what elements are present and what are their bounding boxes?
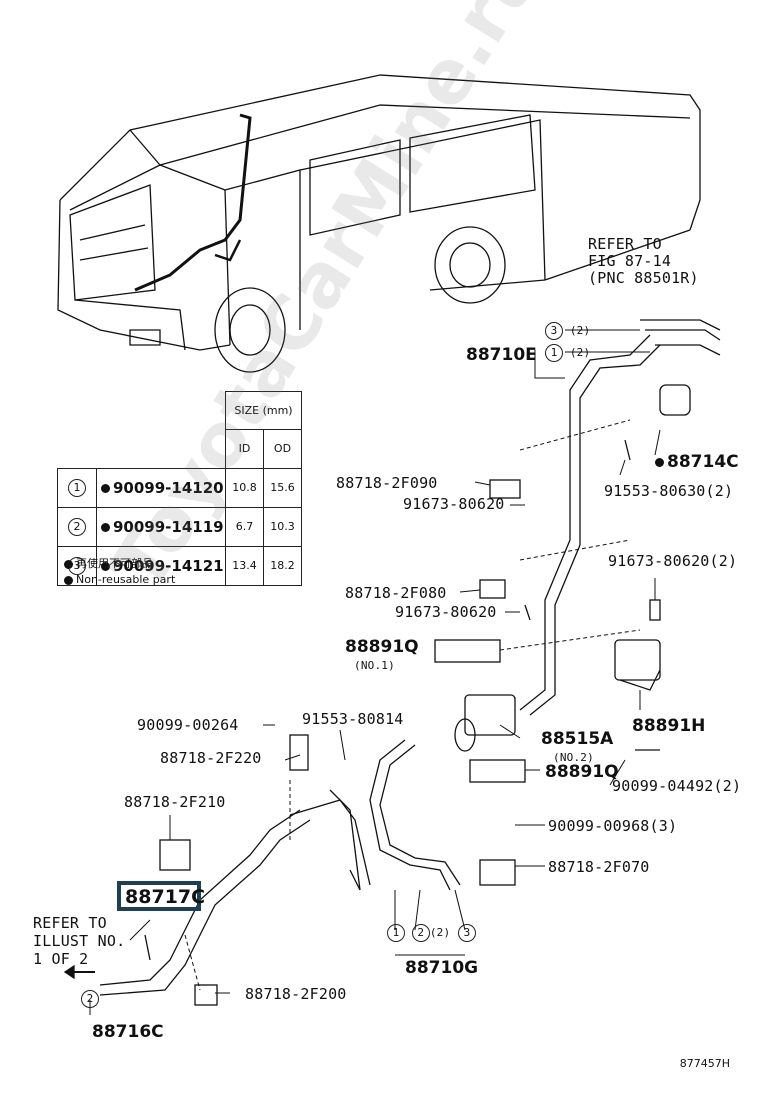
part-88710G[interactable]: 88710G — [405, 958, 479, 978]
part-91553-80630[interactable]: 91553-80630(2) — [604, 482, 734, 500]
outer-diameter: 10.3 — [263, 506, 302, 547]
non-reusable-dot-icon — [101, 483, 110, 493]
callout-circle-3: 3 (2) — [545, 322, 590, 340]
inner-diameter: 6.7 — [225, 506, 264, 547]
part-90099-00968[interactable]: 90099-00968(3) — [548, 817, 678, 835]
pipe-assembly — [99, 319, 721, 996]
refer-top-line2[interactable]: FIG 87-14 — [588, 252, 672, 270]
van-illustration — [57, 74, 701, 373]
part-88515A[interactable]: 88515A — [541, 729, 614, 749]
od-header: OD — [263, 429, 302, 469]
part-90099-04492[interactable]: 90099-04492(2) — [612, 777, 742, 795]
part-91673-80620-c[interactable]: 91673-80620 — [395, 603, 497, 621]
non-reusable-dot-icon — [655, 457, 664, 467]
part-number: 90099-14120 — [113, 478, 224, 497]
part-88718-2F070[interactable]: 88718-2F070 — [548, 858, 650, 876]
part-91673-80620-a[interactable]: 91673-80620 — [403, 495, 505, 513]
size-header: SIZE (mm) — [225, 391, 302, 430]
part-number: 90099-14121 — [113, 556, 224, 575]
drawing-id: 877457H — [679, 1057, 730, 1070]
part-88718-2F220[interactable]: 88718-2F220 — [160, 749, 262, 767]
refer-left-line1[interactable]: REFER TO — [33, 914, 107, 932]
part-number: 90099-14119 — [113, 517, 224, 536]
part-88718-2F090[interactable]: 88718-2F090 — [336, 474, 438, 492]
callout-circle-3-b: 3 — [458, 924, 476, 942]
part-88891H[interactable]: 88891H — [632, 716, 706, 736]
row-number: 2 — [68, 517, 86, 536]
components — [159, 384, 691, 1006]
leader-lines — [89, 329, 661, 1015]
row-number: 1 — [68, 478, 86, 497]
note-en: Non-reusable part — [76, 573, 176, 586]
part-90099-00264[interactable]: 90099-00264 — [137, 716, 239, 734]
callout-circle-2: 2 — [81, 990, 99, 1008]
table-row: 2 90099-14119 6.7 10.3 — [57, 506, 302, 547]
callout-circles-88710G: 1 2(2) — [387, 924, 450, 942]
refer-top-line1[interactable]: REFER TO — [588, 235, 662, 253]
legend-notes: 再使用不可部品 Non-reusable part — [64, 556, 175, 588]
part-91673-80620-b[interactable]: 91673-80620(2) — [608, 552, 738, 570]
highlight-88717C[interactable]: 88717C — [117, 881, 205, 911]
part-88718-2F200[interactable]: 88718-2F200 — [245, 985, 347, 1003]
outer-diameter: 15.6 — [263, 467, 302, 508]
part-88717C: 88717C — [125, 886, 206, 908]
part-88891Q-no1: (NO.1) — [354, 659, 395, 672]
hose-size-table: SIZE (mm) ID OD 1 90099-14120 10.8 15.6 … — [57, 391, 302, 586]
refer-left-line3[interactable]: 1 OF 2 — [33, 950, 89, 968]
refer-top-line3[interactable]: (PNC 88501R) — [588, 269, 699, 287]
outer-diameter: 18.2 — [263, 545, 302, 586]
non-reusable-dot-icon — [101, 522, 110, 532]
note-jp: 再使用不可部品 — [76, 557, 153, 570]
callout-circle-1: 1 (2) — [545, 344, 590, 362]
part-88714C[interactable]: 88714C — [655, 452, 739, 472]
part-88710E[interactable]: 88710E — [466, 345, 537, 365]
inner-diameter: 13.4 — [225, 545, 264, 586]
part-88891Q[interactable]: 88891Q — [345, 637, 419, 657]
refer-left-line2[interactable]: ILLUST NO. — [33, 932, 126, 950]
part-88718-2F080[interactable]: 88718-2F080 — [345, 584, 447, 602]
non-reusable-dot-icon — [101, 561, 110, 571]
non-reusable-dot-icon — [64, 575, 73, 585]
part-88891Q-b[interactable]: 88891Q — [545, 762, 619, 782]
part-88515A-no2: (NO.2) — [553, 751, 594, 764]
part-88716C[interactable]: 88716C — [92, 1022, 164, 1042]
table-row: 3 90099-14121 13.4 18.2 — [57, 545, 302, 586]
part-91553-80814[interactable]: 91553-80814 — [302, 710, 404, 728]
non-reusable-dot-icon — [64, 559, 73, 569]
part-88718-2F210[interactable]: 88718-2F210 — [124, 793, 226, 811]
